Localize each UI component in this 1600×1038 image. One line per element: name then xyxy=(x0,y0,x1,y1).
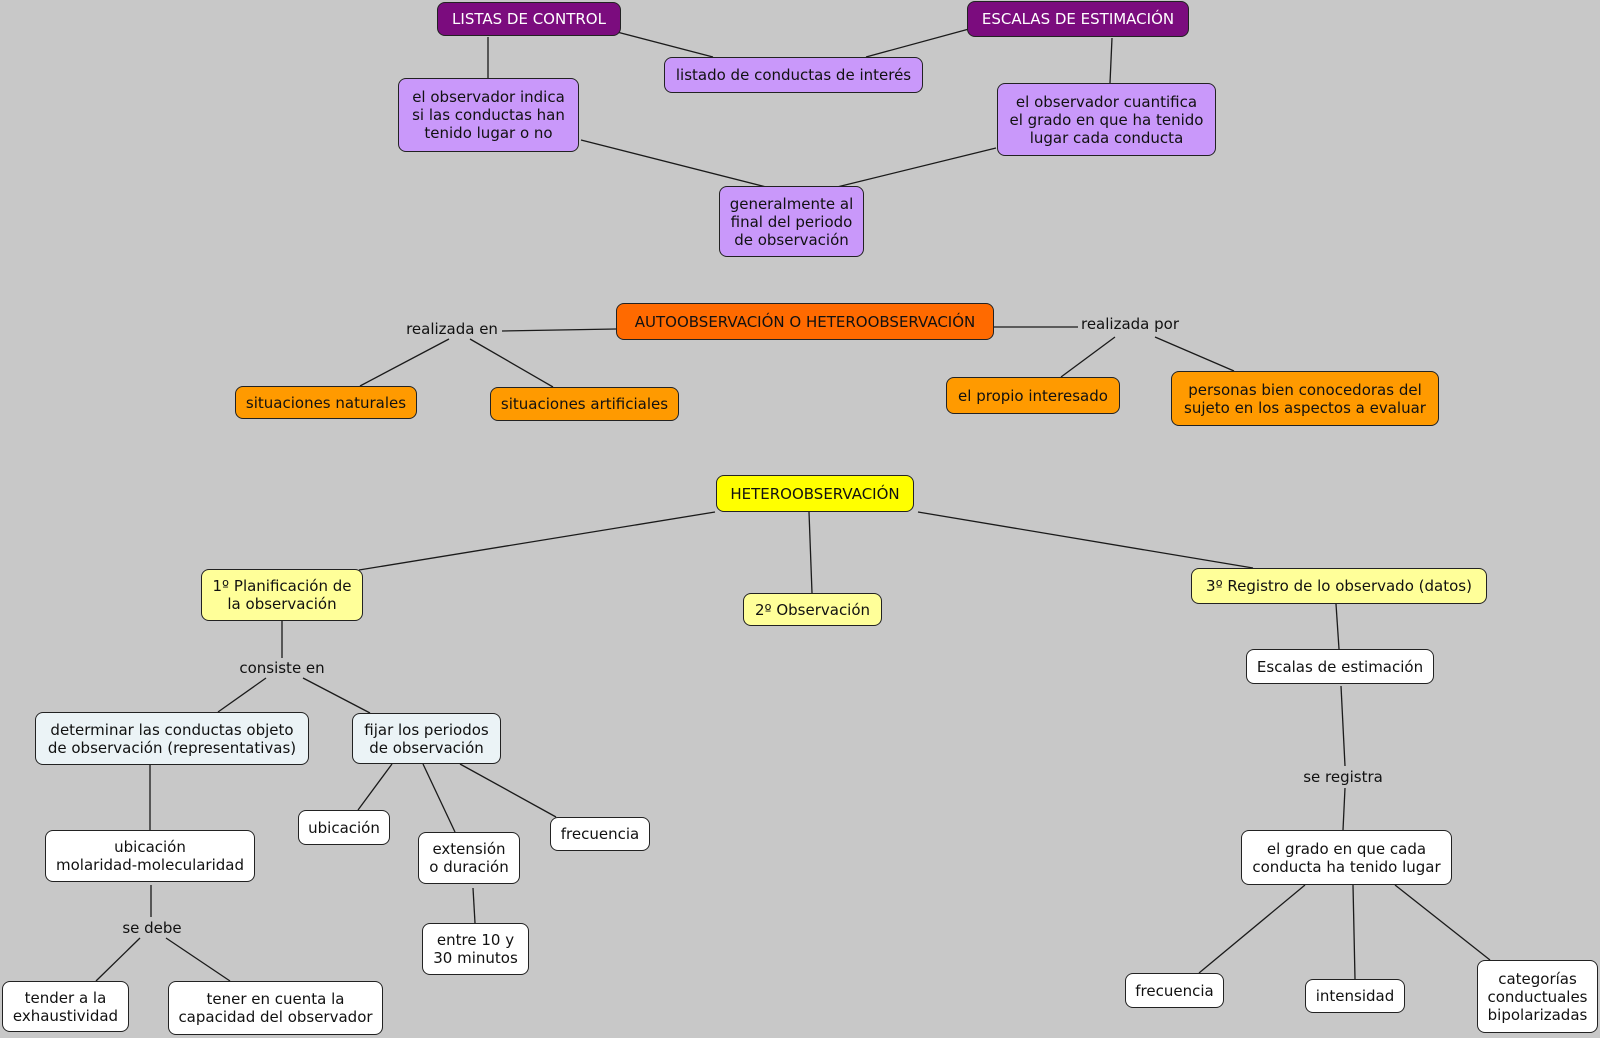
node-fijar-periodos[interactable]: fijar los periodos de observación xyxy=(352,713,501,764)
node-determinar-conductas[interactable]: determinar las conductas objeto de obser… xyxy=(35,712,309,765)
node-capacidad-observador[interactable]: tener en cuenta la capacidad del observa… xyxy=(168,981,383,1035)
node-auto-hetero-observacion[interactable]: AUTOOBSERVACIÓN O HETEROOBSERVACIÓN xyxy=(616,303,994,340)
connector-line xyxy=(1340,685,1346,767)
node-observacion[interactable]: 2º Observación xyxy=(743,593,882,626)
connector-line xyxy=(1198,884,1306,974)
node-tender-exhaustividad[interactable]: tender a la exhaustividad xyxy=(2,981,129,1032)
connector-line xyxy=(1060,336,1116,378)
connector-line xyxy=(616,31,714,58)
node-intensidad[interactable]: intensidad xyxy=(1305,979,1405,1013)
connector-line xyxy=(808,511,813,594)
connector-line xyxy=(95,937,141,982)
node-observador-indica[interactable]: el observador indica si las conductas ha… xyxy=(398,78,579,152)
node-listas-de-control[interactable]: LISTAS DE CONTROL xyxy=(437,2,621,36)
connector-line xyxy=(1342,787,1346,831)
link-label-realizada-por: realizada por xyxy=(1080,315,1180,333)
link-label-se-registra: se registra xyxy=(1303,768,1383,786)
connector-line xyxy=(501,328,617,332)
node-frecuencia-registro[interactable]: frecuencia xyxy=(1125,973,1224,1008)
connector-line xyxy=(832,147,997,189)
connector-line xyxy=(217,677,267,713)
connector-line xyxy=(472,887,476,924)
connector-line xyxy=(358,511,716,571)
connector-line xyxy=(359,338,450,387)
node-escalas-estimacion[interactable]: Escalas de estimación xyxy=(1246,649,1434,684)
node-entre-10-30[interactable]: entre 10 y 30 minutos xyxy=(422,923,529,975)
connector-line xyxy=(917,511,1254,569)
link-label-consiste-en: consiste en xyxy=(239,659,325,677)
node-planificacion[interactable]: 1º Planificación de la observación xyxy=(201,569,363,621)
node-observador-cuantifica[interactable]: el observador cuantifica el grado en que… xyxy=(997,83,1216,156)
node-extension-duracion[interactable]: extensión o duración xyxy=(418,832,520,884)
node-ubicacion-molaridad[interactable]: ubicación molaridad-molecularidad xyxy=(45,830,255,882)
node-registro[interactable]: 3º Registro de lo observado (datos) xyxy=(1191,568,1487,604)
node-listado-conductas[interactable]: listado de conductas de interés xyxy=(664,57,923,93)
connector-line xyxy=(459,763,557,818)
connector-line xyxy=(357,763,393,811)
node-situaciones-artificiales[interactable]: situaciones artificiales xyxy=(490,387,679,421)
node-generalmente-al-final[interactable]: generalmente al final del periodo de obs… xyxy=(719,186,864,257)
node-propio-interesado[interactable]: el propio interesado xyxy=(946,377,1120,414)
connector-line xyxy=(1394,884,1491,961)
connector-line xyxy=(469,338,554,388)
node-heteroobservacion[interactable]: HETEROOBSERVACIÓN xyxy=(716,475,914,512)
connector-line xyxy=(422,763,456,833)
node-frecuencia-periodos[interactable]: frecuencia xyxy=(550,817,650,851)
connector-line xyxy=(580,139,771,189)
link-label-realizada-en: realizada en xyxy=(406,320,498,338)
connector-line xyxy=(165,937,231,982)
node-situaciones-naturales[interactable]: situaciones naturales xyxy=(235,386,417,419)
link-label-se-debe: se debe xyxy=(122,919,182,937)
connector-line xyxy=(1335,603,1340,650)
node-categorias-bipolarizadas[interactable]: categorías conductuales bipolarizadas xyxy=(1477,960,1598,1033)
node-escalas-de-estimacion[interactable]: ESCALAS DE ESTIMACIÓN xyxy=(967,1,1189,37)
connector-line xyxy=(1352,884,1356,980)
connector-line xyxy=(1109,37,1113,84)
node-personas-conocedoras[interactable]: personas bien conocedoras del sujeto en … xyxy=(1171,371,1439,426)
connector-line xyxy=(865,28,970,58)
connector-line xyxy=(302,677,371,714)
connector-line xyxy=(1154,336,1235,372)
node-ubicacion[interactable]: ubicación xyxy=(298,810,390,845)
node-grado-conducta[interactable]: el grado en que cada conducta ha tenido … xyxy=(1241,830,1452,885)
